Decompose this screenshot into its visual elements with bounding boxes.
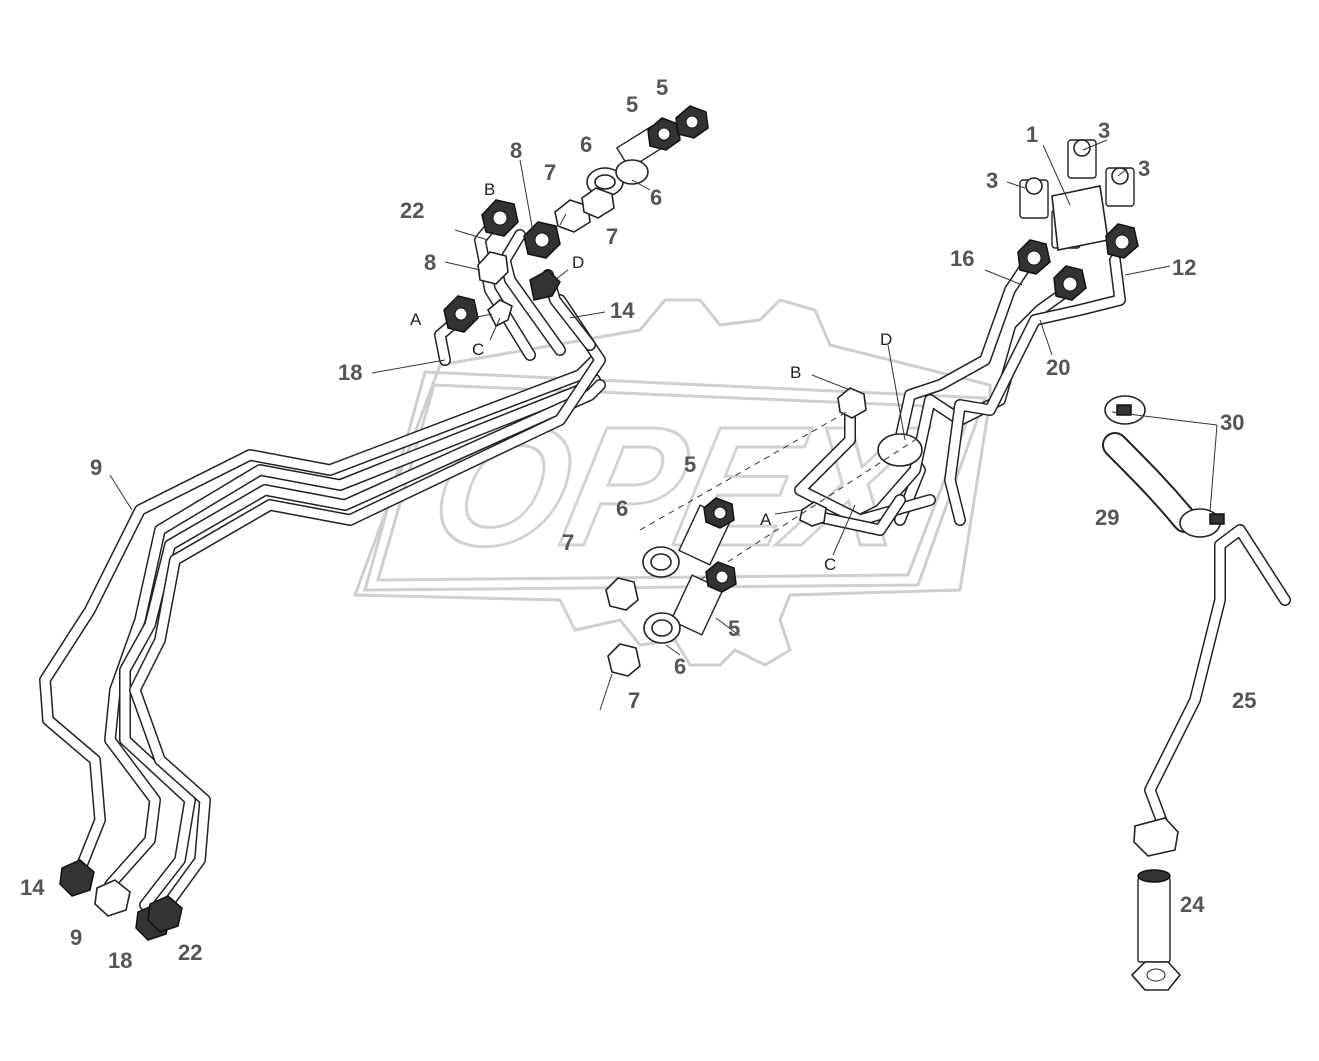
callout-3: 3 [1138,156,1150,181]
callout-29: 29 [1095,505,1119,530]
callout-22: 22 [400,198,424,223]
callout-25: 25 [1232,688,1256,713]
callout-numbers: 1 3 3 3 16 12 20 30 29 25 24 5 5 6 6 7 7… [20,75,1256,973]
callout-7: 7 [562,530,574,555]
callout-5: 5 [656,75,668,100]
leader-lines [109,139,1218,711]
callout-16: 16 [950,246,974,271]
letter-d: D [572,253,584,272]
assembly-lines [639,409,916,581]
callout-14: 14 [610,298,635,323]
connection-letters: A B C D B D A C [410,180,892,574]
pipe-25-assembly [1102,395,1291,991]
callout-12: 12 [1172,255,1196,280]
callout-5: 5 [684,452,696,477]
callout-18: 18 [338,360,362,385]
right-fittings [1017,139,1139,301]
watermark: OPEX [352,298,992,667]
upper-left-fittings [443,199,561,333]
middle-loose-parts [605,497,737,677]
callout-5: 5 [626,92,638,117]
callout-7: 7 [544,160,556,185]
letter-c: C [824,555,836,574]
upper-loose-parts [554,105,709,233]
letter-b: B [790,363,801,382]
callout-3: 3 [986,168,998,193]
callout-6: 6 [650,185,662,210]
callout-5: 5 [728,616,740,641]
letter-a: A [760,510,772,529]
callout-1: 1 [1026,122,1038,147]
callout-20: 20 [1046,355,1070,380]
callout-6: 6 [580,132,592,157]
letter-b: B [484,180,495,199]
callout-3: 3 [1098,118,1110,143]
callout-24: 24 [1180,892,1205,917]
callout-7: 7 [606,224,618,249]
right-pipe-bundle [794,254,1126,536]
callout-22: 22 [178,940,202,965]
callout-7: 7 [628,688,640,713]
callout-14: 14 [20,875,45,900]
callout-30: 30 [1220,410,1244,435]
callout-8: 8 [424,250,436,275]
letter-c: C [472,340,484,359]
callout-9: 9 [90,455,102,480]
letter-d: D [880,330,892,349]
letter-a: A [410,310,422,329]
callout-9: 9 [70,925,82,950]
left-end-nuts [59,859,183,941]
callout-6: 6 [674,654,686,679]
callout-18: 18 [108,948,132,973]
callout-8: 8 [510,138,522,163]
callout-6: 6 [616,496,628,521]
